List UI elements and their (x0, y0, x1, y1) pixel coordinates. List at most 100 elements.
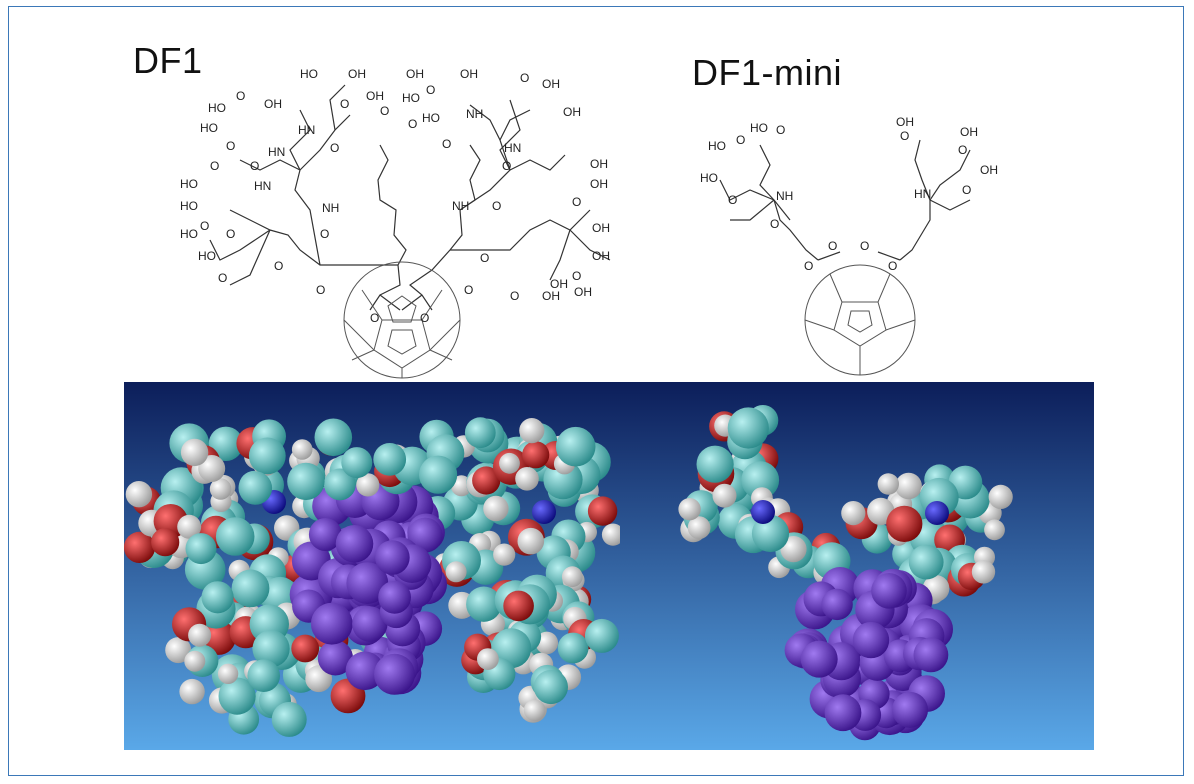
atom (179, 678, 205, 705)
atom (346, 562, 389, 604)
svg-text:O: O (776, 123, 785, 137)
atom (335, 525, 374, 563)
atom (291, 439, 313, 460)
atom (378, 580, 411, 614)
svg-text:HO: HO (750, 121, 768, 135)
atom (483, 495, 509, 522)
atom (238, 471, 273, 505)
atom (515, 467, 539, 491)
svg-text:OH: OH (574, 285, 592, 299)
atom (886, 505, 923, 542)
df1-title: DF1 (133, 40, 203, 81)
atom (352, 606, 388, 642)
svg-text:OH: OH (590, 157, 608, 171)
atom (324, 468, 356, 501)
atom (247, 659, 280, 692)
svg-text:NH: NH (322, 201, 339, 215)
svg-text:O: O (492, 199, 501, 213)
atom (532, 500, 556, 524)
svg-text:O: O (464, 283, 473, 297)
df1-mini-3d-render (620, 382, 1094, 750)
atom (523, 699, 546, 722)
df1-mini-title: DF1-mini (692, 52, 843, 93)
svg-text:O: O (226, 227, 235, 241)
svg-text:HO: HO (700, 171, 718, 185)
atom (375, 540, 410, 575)
atom (871, 573, 907, 609)
atom (180, 438, 209, 467)
svg-text:O: O (572, 195, 581, 209)
atom (503, 590, 534, 622)
atom (780, 536, 807, 563)
svg-text:NH: NH (452, 199, 469, 213)
svg-text:OH: OH (563, 105, 581, 119)
atom (314, 418, 353, 457)
atom (751, 514, 790, 553)
atom (373, 443, 407, 476)
atom (287, 462, 325, 501)
atom (841, 501, 866, 526)
atom (824, 694, 862, 732)
atom (522, 441, 550, 469)
svg-text:O: O (236, 89, 245, 103)
svg-text:O: O (226, 139, 235, 153)
atom (345, 651, 385, 691)
svg-text:HO: HO (402, 91, 420, 105)
atom (751, 500, 775, 524)
svg-text:O: O (480, 251, 489, 265)
atom (477, 648, 499, 670)
atom (208, 426, 244, 461)
svg-text:OH: OH (542, 289, 560, 303)
atom (472, 466, 501, 495)
atom (971, 560, 996, 584)
atom (584, 618, 619, 653)
atom (184, 650, 206, 672)
atom (231, 569, 270, 608)
svg-text:O: O (250, 159, 259, 173)
atom (125, 481, 153, 508)
atom (218, 677, 256, 715)
svg-text:O: O (274, 259, 283, 273)
svg-text:O: O (860, 239, 869, 253)
svg-text:O: O (316, 283, 325, 297)
atom (555, 426, 596, 467)
atom (252, 630, 290, 668)
atom (913, 637, 949, 673)
svg-text:NH: NH (776, 189, 793, 203)
svg-text:O: O (572, 269, 581, 283)
svg-text:O: O (340, 97, 349, 111)
atom (533, 669, 568, 705)
atom (198, 455, 226, 482)
svg-text:O: O (520, 71, 529, 85)
df1-3d-render (124, 382, 620, 750)
svg-text:OH: OH (264, 97, 282, 111)
atom (877, 473, 899, 495)
svg-text:OH: OH (896, 115, 914, 129)
atom (908, 544, 944, 580)
svg-text:O: O (804, 259, 813, 273)
atom (445, 561, 467, 583)
atom (201, 620, 236, 655)
svg-text:OH: OH (590, 177, 608, 191)
svg-text:HN: HN (504, 141, 521, 155)
atom (535, 631, 559, 655)
atom (687, 516, 711, 540)
atom (678, 498, 701, 521)
svg-text:OH: OH (406, 67, 424, 81)
svg-text:OH: OH (960, 125, 978, 139)
atom (124, 531, 156, 563)
atom (499, 452, 520, 474)
svg-text:O: O (770, 217, 779, 231)
svg-text:O: O (218, 271, 227, 285)
svg-text:O: O (420, 311, 429, 325)
atom (356, 473, 380, 497)
svg-text:OH: OH (348, 67, 366, 81)
atom (185, 533, 217, 565)
svg-text:HO: HO (198, 249, 216, 263)
svg-text:O: O (210, 159, 219, 173)
atom (601, 523, 620, 546)
svg-text:O: O (370, 311, 379, 325)
svg-text:OH: OH (460, 67, 478, 81)
svg-text:HN: HN (254, 179, 271, 193)
svg-text:HO: HO (422, 111, 440, 125)
